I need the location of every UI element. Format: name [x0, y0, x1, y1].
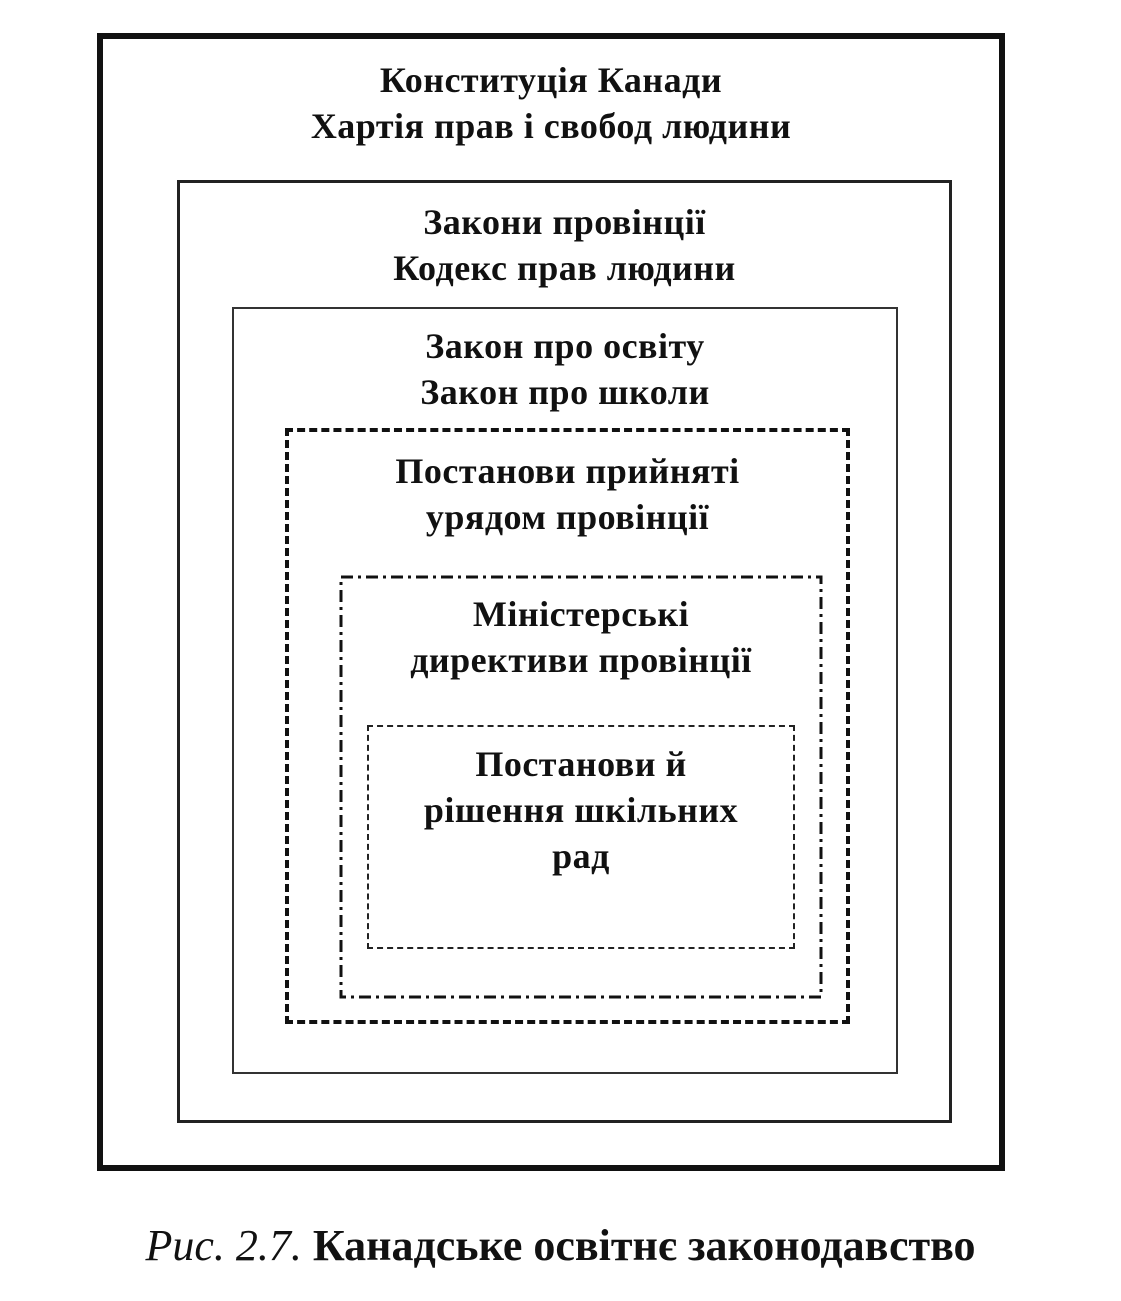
government-regulations-level-label: Постанови прийняті урядом провінції: [289, 448, 846, 540]
ministerial-directives-label-line-2: директиви провінції: [410, 640, 752, 680]
provincial-laws-level-label: Закони провінції Кодекс прав людини: [180, 199, 949, 291]
figure-number: Рис. 2.7.: [145, 1221, 302, 1270]
school-board-decisions-level-box: Постанови й рішення шкільних рад: [367, 725, 795, 949]
government-regulations-label-line-2: урядом провінції: [425, 497, 710, 537]
constitution-level-label: Конституція Канади Хартія прав і свобод …: [103, 57, 999, 149]
provincial-laws-label-line-2: Кодекс прав людини: [393, 248, 736, 288]
constitution-level-box: Конституція Канади Хартія прав і свобод …: [97, 33, 1005, 1171]
education-act-level-label: Закон про освіту Закон про школи: [234, 323, 896, 415]
ministerial-directives-level-box: Міністерські директиви провінції: [339, 575, 823, 999]
education-act-level-box: Закон про освіту Закон про школи: [232, 307, 898, 1074]
provincial-laws-label-line-1: Закони провінції: [423, 202, 706, 242]
provincial-laws-level-box: Закони провінції Кодекс прав людини: [177, 180, 952, 1123]
education-act-label-line-1: Закон про освіту: [425, 326, 705, 366]
school-board-label-line-2: рішення шкільних: [423, 790, 739, 830]
school-board-label-line-1: Постанови й: [475, 744, 687, 784]
constitution-label-line-2: Хартія прав і свобод людини: [310, 106, 792, 146]
government-regulations-label-line-1: Постанови прийняті: [395, 451, 740, 491]
figure-caption: Рис. 2.7. Канадське освітнє законодавств…: [0, 1216, 1121, 1276]
ministerial-directives-level-label: Міністерські директиви провінції: [339, 591, 823, 683]
education-act-label-line-2: Закон про школи: [420, 372, 710, 412]
government-regulations-level-box: Постанови прийняті урядом провінції: [285, 428, 850, 1024]
ministerial-directives-label-line-1: Міністерські: [472, 594, 690, 634]
constitution-label-line-1: Конституція Канади: [379, 60, 723, 100]
figure-title: Канадське освітнє законодавство: [312, 1221, 976, 1270]
school-board-label-line-3: рад: [552, 836, 610, 876]
school-board-decisions-level-label: Постанови й рішення шкільних рад: [369, 741, 793, 879]
